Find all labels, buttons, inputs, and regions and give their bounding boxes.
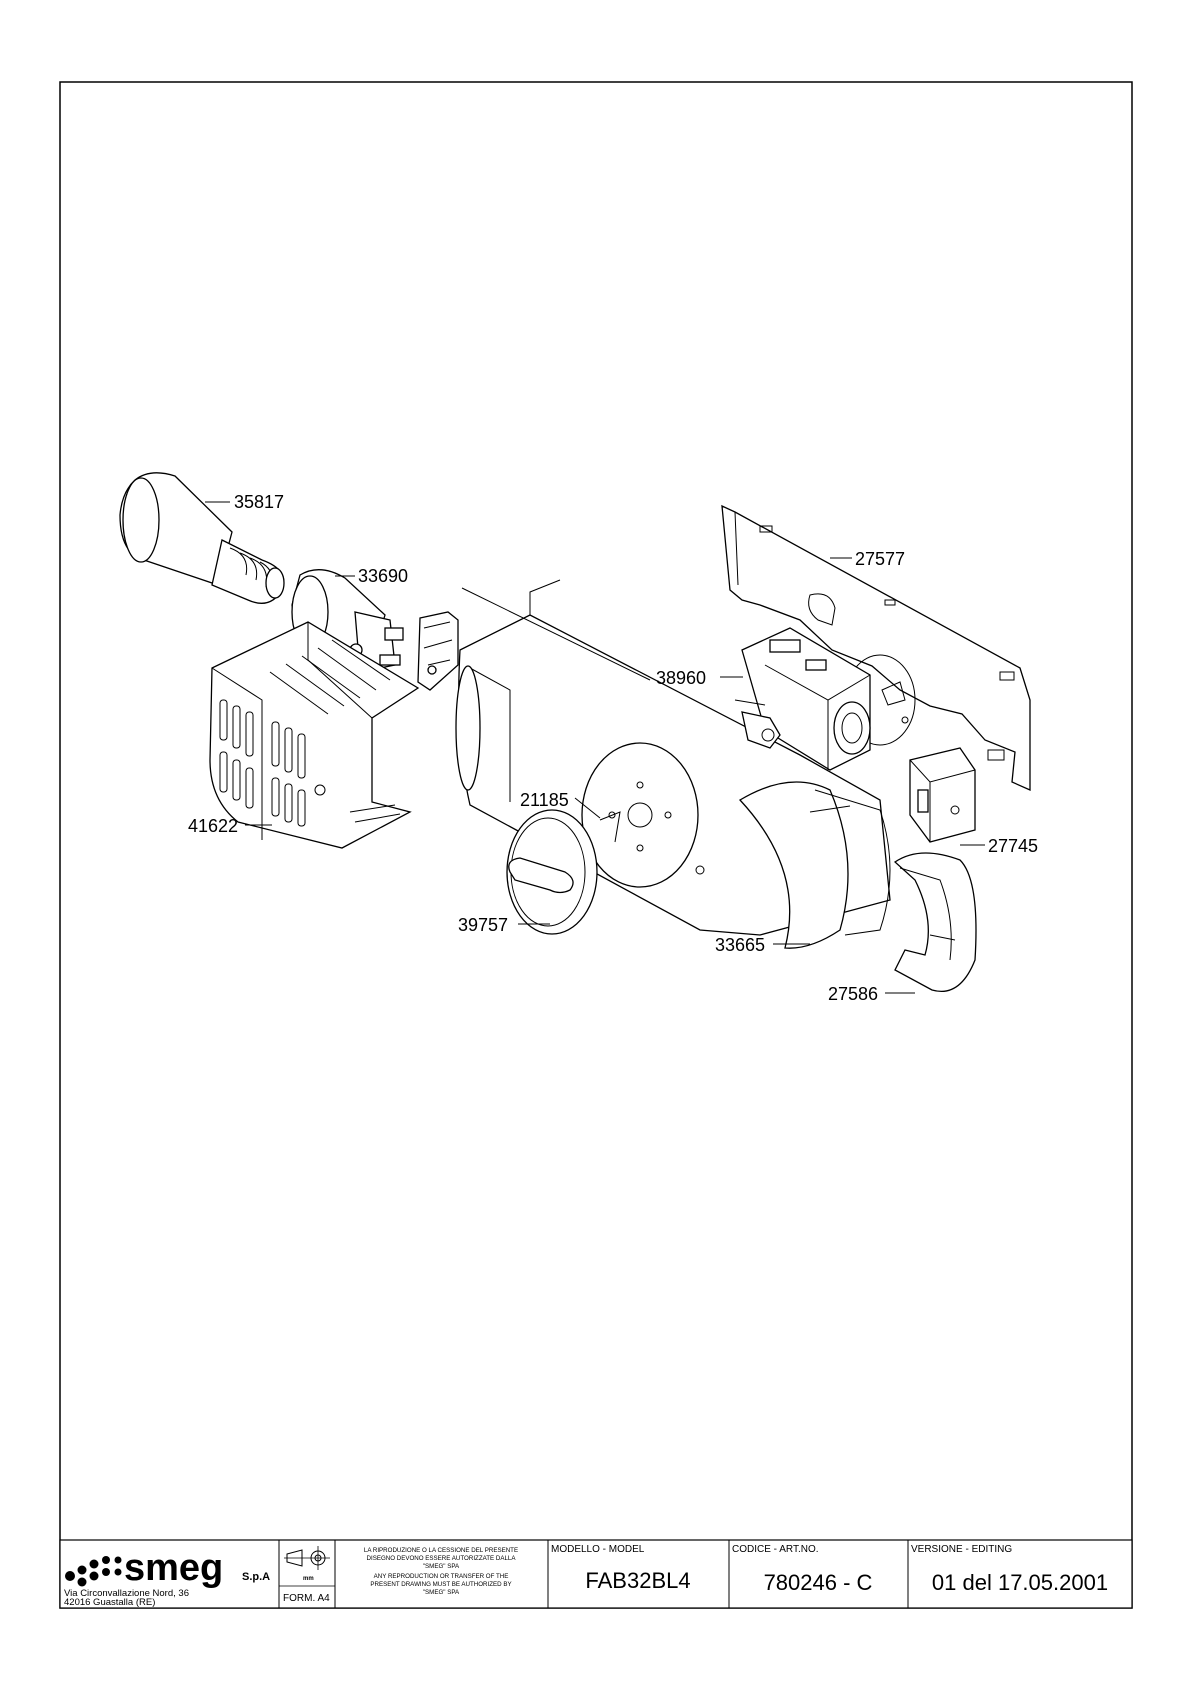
notice-line-4: ANY REPRODUCTION OR TRANSFER OF THE [374, 1573, 509, 1580]
part-41622-drawing [209, 621, 420, 849]
notice-line-6: "SMEG" SPA [423, 1589, 460, 1596]
notice-line-5: PRESENT DRAWING MUST BE AUTHORIZED BY [370, 1581, 511, 1588]
part-label-27745: 27745 [988, 836, 1038, 856]
part-35817-drawing [119, 472, 285, 604]
smeg-logo: smeg S.p.A [65, 1547, 270, 1589]
code-value: 780246 - C [764, 1570, 873, 1595]
part-label-39757: 39757 [458, 915, 508, 935]
part-label-21185: 21185 [520, 790, 569, 810]
unit-label: mm [303, 1576, 314, 1582]
part-label-41622: 41622 [188, 816, 238, 836]
model-value: FAB32BL4 [585, 1568, 690, 1593]
model-label: MODELLO - MODEL [551, 1544, 645, 1555]
part-27586-drawing [893, 852, 977, 992]
notice-line-1: LA RIPRODUZIONE O LA CESSIONE DEL PRESEN… [364, 1547, 518, 1554]
notice-line-3: "SMEG" SPA [423, 1563, 460, 1570]
projection-symbol-icon [284, 1546, 330, 1570]
part-label-33690: 33690 [358, 566, 408, 586]
leader-lines [205, 501, 985, 994]
format-label: FORM. A4 [283, 1593, 330, 1604]
version-label: VERSIONE - EDITING [911, 1544, 1012, 1555]
part-label-27577: 27577 [855, 549, 905, 569]
address-line-1: Via Circonvallazione Nord, 36 [64, 1588, 189, 1599]
part-38960-drawing [734, 627, 871, 771]
part-39757-drawing [506, 809, 598, 935]
part-27745-drawing [909, 747, 976, 843]
version-value: 01 del 17.05.2001 [932, 1570, 1108, 1595]
part-label-33665: 33665 [715, 935, 765, 955]
brand-suffix: S.p.A [242, 1571, 270, 1583]
part-label-35817: 35817 [234, 492, 284, 512]
address-line-2: 42016 Guastalla (RE) [64, 1597, 155, 1608]
bracket-clip-drawing [417, 611, 459, 691]
brand-name: smeg [124, 1547, 223, 1589]
part-label-27586: 27586 [828, 984, 878, 1004]
part-label-38960: 38960 [656, 668, 706, 688]
title-block: smeg S.p.A Via Circonvallazione Nord, 36… [59, 1539, 1133, 1609]
code-label: CODICE - ART.NO. [732, 1544, 819, 1555]
notice-line-2: DISEGNO DEVONO ESSERE AUTORIZZATE DALLA [367, 1555, 517, 1562]
